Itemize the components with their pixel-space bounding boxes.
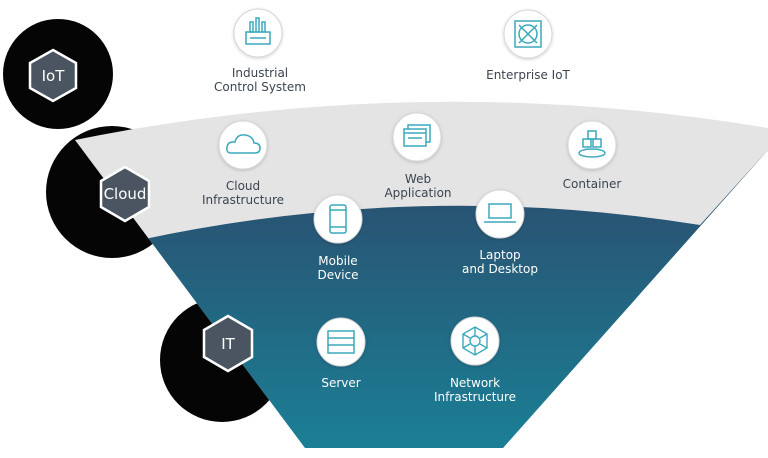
web-application-label: Web Application — [384, 172, 452, 200]
server-icon — [316, 317, 366, 367]
network-infrastructure-label: Network Infrastructure — [433, 376, 517, 404]
container-label: Container — [562, 177, 622, 191]
laptop-desktop-label: Laptop and Desktop — [462, 248, 538, 276]
container-stack-icon — [567, 120, 617, 170]
cloud-hexagon — [99, 165, 151, 223]
it-layer-label: IT — [221, 335, 235, 353]
laptop-icon — [475, 189, 525, 239]
cloud-layer-label: Cloud — [103, 185, 147, 203]
industrial-control-system-label: Industrial Control System — [214, 66, 306, 94]
iot-layer-label: IoT — [41, 67, 65, 85]
fan-unit-icon — [503, 9, 553, 59]
iot-hexagon — [28, 48, 78, 103]
factory-icon — [233, 8, 283, 58]
mobile-device-label: Mobile Device — [317, 254, 359, 282]
enterprise-iot-label: Enterprise IoT — [486, 68, 570, 82]
network-icon — [450, 316, 500, 366]
smartphone-icon — [313, 194, 363, 244]
it-hexagon — [202, 314, 254, 373]
server-label: Server — [321, 376, 361, 390]
cloud-icon — [218, 120, 268, 170]
browser-windows-icon — [392, 112, 442, 162]
cloud-infrastructure-label: Cloud Infrastructure — [201, 179, 285, 207]
